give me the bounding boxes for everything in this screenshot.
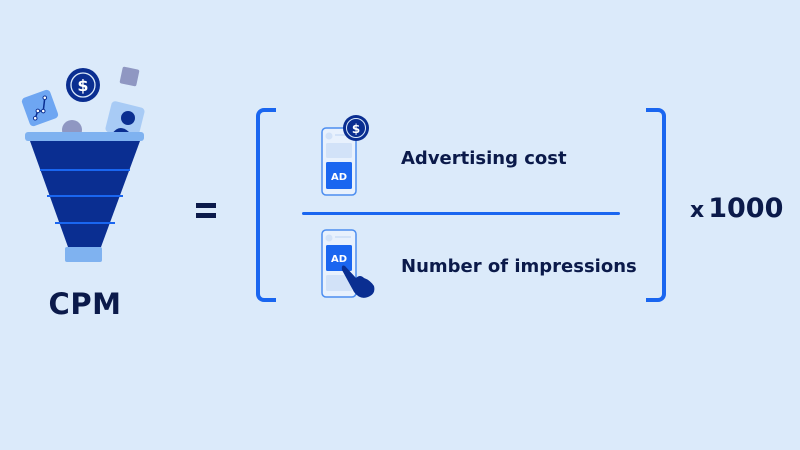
cpm-label: CPM — [48, 287, 122, 321]
dollar-coin-icon: $ — [66, 68, 100, 102]
denominator-label: Number of impressions — [401, 256, 637, 277]
line-chart-card-icon — [21, 89, 59, 127]
funnel-icon — [25, 132, 144, 262]
multiplier-value: 1000 — [708, 193, 784, 224]
phone-ad-with-dollar-icon: AD $ — [321, 115, 369, 196]
numerator-label: Advertising cost — [401, 148, 567, 169]
svg-text:AD: AD — [331, 172, 347, 183]
equals-sign — [196, 203, 216, 219]
svg-text:$: $ — [352, 122, 360, 136]
svg-text:AD: AD — [331, 254, 347, 265]
user-card-icon — [105, 101, 145, 139]
svg-text:$: $ — [77, 76, 88, 95]
left-bracket — [256, 108, 276, 302]
multiply-sign: x — [690, 198, 705, 223]
funnel-illustration: $ — [21, 66, 145, 262]
phone-ad-with-tap-hand-icon: AD — [321, 229, 375, 298]
fraction-line — [302, 212, 620, 215]
gray-square-icon — [119, 66, 140, 87]
right-bracket — [646, 108, 666, 302]
